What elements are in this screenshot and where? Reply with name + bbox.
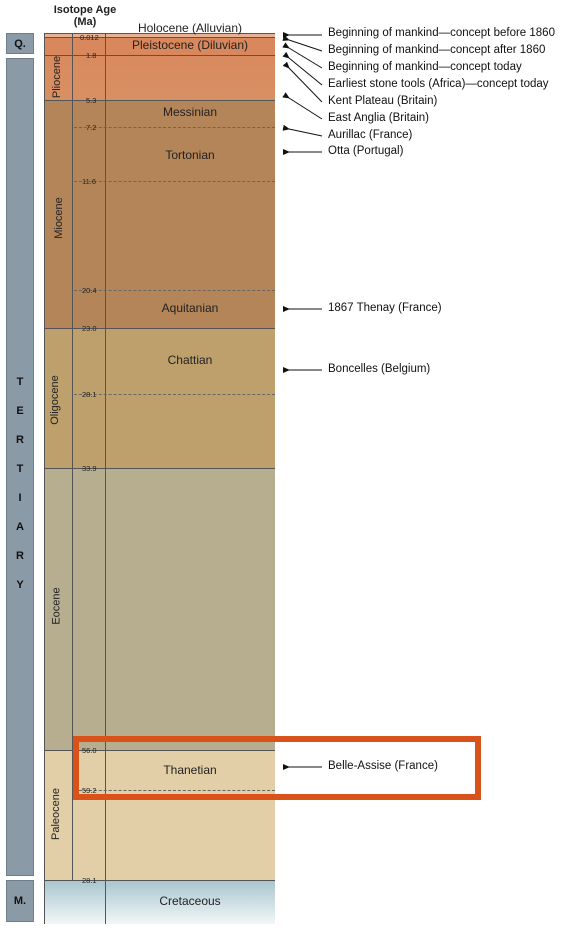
age-tick: 7.2 — [86, 123, 97, 132]
era-mesozoic-label: M. — [13, 895, 27, 907]
column-header: Isotope Age (Ma) — [50, 4, 120, 28]
stage-aquitanian: Aquitanian — [161, 301, 219, 315]
age-tick: 20.4 — [82, 286, 97, 295]
arrow — [282, 61, 323, 103]
band-oligocene — [44, 328, 275, 468]
arrow — [282, 42, 323, 69]
stage-holocene: Holocene (Alluvian) — [137, 21, 243, 35]
era-tertiary-letters: T E R T I A R Y — [7, 376, 33, 608]
band-left-edge — [44, 33, 45, 924]
band-paleocene — [44, 750, 275, 880]
arrow — [282, 35, 323, 52]
annotation-east-anglia: East Anglia (Britain) — [328, 112, 429, 124]
age-tick: 1.8 — [86, 51, 97, 60]
boundary-281 — [74, 394, 275, 395]
age-column-divider — [105, 33, 106, 924]
era-letter: R — [16, 550, 24, 562]
stage-cretaceous: Cretaceous — [159, 894, 221, 908]
band-eocene — [44, 468, 275, 750]
annotation-aurillac: Aurillac (France) — [328, 129, 413, 141]
stage-pleistocene: Pleistocene (Diluvian) — [131, 38, 249, 52]
boundary-72 — [74, 127, 275, 128]
era-quaternary: Q. — [6, 33, 34, 54]
age-tick: 28.1 — [82, 876, 97, 885]
epoch-column-divider — [72, 33, 73, 880]
annotation-belle-assise: Belle-Assise (France) — [328, 760, 438, 772]
highlight-box — [73, 736, 481, 800]
era-letter: I — [18, 492, 22, 504]
stage-thanetian: Thanetian — [163, 763, 217, 777]
era-letter: E — [16, 405, 24, 417]
band-holocene — [44, 33, 275, 37]
boundary-204 — [74, 290, 275, 291]
era-letter: R — [16, 434, 24, 446]
age-tick: 56.0 — [82, 746, 97, 755]
age-tick: 59.2 — [82, 786, 97, 795]
band-pliocene — [44, 55, 275, 100]
era-letter: Y — [16, 579, 24, 591]
header-unit: (Ma) — [73, 16, 97, 28]
arrow — [282, 92, 323, 120]
era-tertiary: T E R T I A R Y — [6, 58, 34, 876]
band-cretaceous — [44, 880, 275, 924]
annotation-kent-plateau: Kent Plateau (Britain) — [328, 95, 438, 107]
annotation-mankind-after-1860: Beginning of mankind—concept after 1860 — [328, 44, 546, 56]
age-tick: 5.3 — [86, 96, 97, 105]
stage-tortonian: Tortonian — [165, 148, 215, 162]
boundary-592 — [74, 790, 275, 791]
age-tick: 0.012 — [80, 33, 99, 42]
age-tick: 11.6 — [82, 177, 97, 186]
era-mesozoic: M. — [6, 880, 34, 922]
stage-messinian: Messinian — [162, 105, 218, 119]
stage-chattian: Chattian — [167, 353, 213, 367]
era-letter: A — [16, 521, 24, 533]
era-letter: T — [16, 463, 24, 475]
annotation-stone-tools: Earliest stone tools (Africa)—concept to… — [328, 78, 549, 90]
arrow — [282, 124, 323, 137]
header-title: Isotope Age — [53, 4, 117, 16]
age-tick: 33.9 — [82, 464, 97, 473]
annotation-boncelles: Boncelles (Belgium) — [328, 363, 431, 375]
age-tick: 28.1 — [82, 390, 97, 399]
era-quaternary-label: Q. — [14, 38, 26, 50]
band-pleistocene — [44, 37, 275, 55]
age-tick: 23.0 — [82, 324, 97, 333]
annotation-mankind-before-1860: Beginning of mankind—concept before 1860 — [328, 27, 555, 39]
boundary-116 — [74, 181, 275, 182]
annotation-thenay: 1867 Thenay (France) — [328, 302, 442, 314]
annotation-otta: Otta (Portugal) — [328, 145, 404, 157]
annotation-mankind-today: Beginning of mankind—concept today — [328, 61, 522, 73]
era-letter: T — [16, 376, 24, 388]
arrow — [282, 51, 323, 86]
